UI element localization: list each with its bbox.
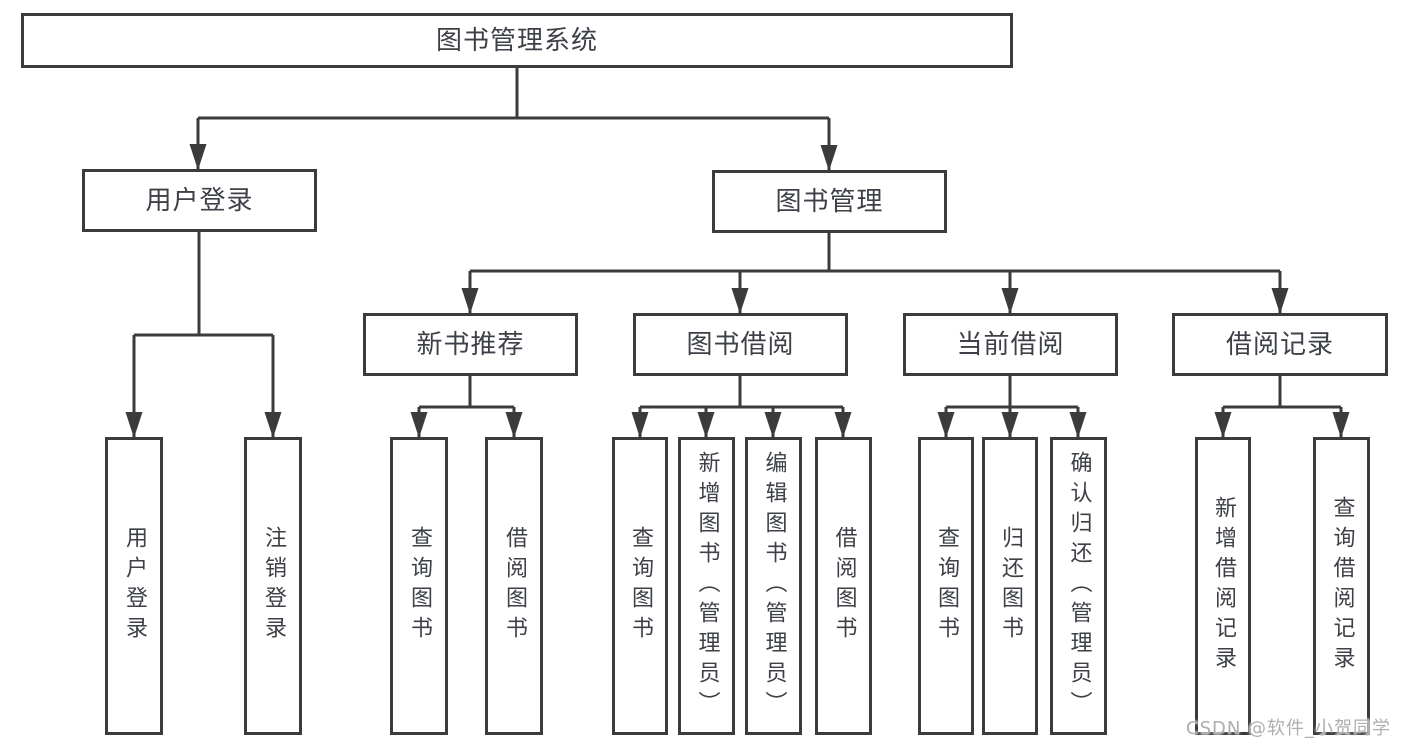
leaf-add-borrow-record: 新增借阅记录	[1195, 437, 1251, 735]
leaf-borrow-books-recommend-label: 借阅图书	[502, 526, 527, 646]
leaf-borrow-books-borrowing: 借阅图书	[815, 437, 872, 735]
leaf-add-book-admin-label: 新增图书（管理员）	[694, 451, 720, 721]
node-book-borrowing: 图书借阅	[633, 313, 848, 376]
node-borrowing-records-label: 借阅记录	[1225, 329, 1334, 360]
node-book-borrowing-label: 图书借阅	[686, 329, 795, 360]
node-user-login-label: 用户登录	[145, 185, 254, 216]
node-library-system: 图书管理系统	[21, 13, 1013, 68]
node-user-login: 用户登录	[82, 169, 317, 232]
node-new-book-recommend-label: 新书推荐	[416, 329, 525, 360]
leaf-query-books-recommend: 查询图书	[390, 437, 448, 735]
leaf-logout: 注销登录	[244, 437, 302, 735]
node-book-management-label: 图书管理	[775, 186, 884, 217]
leaf-return-book-label: 归还图书	[998, 526, 1023, 646]
leaf-query-borrow-record: 查询借阅记录	[1313, 437, 1370, 735]
leaf-logout-label: 注销登录	[261, 526, 286, 646]
leaf-edit-book-admin-label: 编辑图书（管理员）	[761, 451, 787, 721]
node-book-management: 图书管理	[712, 170, 947, 233]
leaf-query-borrow-record-label: 查询借阅记录	[1329, 496, 1355, 676]
leaf-confirm-return-admin-label: 确认归还（管理员）	[1066, 451, 1092, 721]
node-new-book-recommend: 新书推荐	[363, 313, 578, 376]
leaf-query-books-current-label: 查询图书	[934, 526, 959, 646]
leaf-query-books-current: 查询图书	[918, 437, 974, 735]
watermark: CSDN @软件_小贺同学	[1186, 718, 1392, 739]
leaf-return-book: 归还图书	[982, 437, 1038, 735]
leaf-query-books-recommend-label: 查询图书	[407, 526, 432, 646]
node-current-borrowing-label: 当前借阅	[956, 329, 1065, 360]
leaf-borrow-books-recommend: 借阅图书	[485, 437, 543, 735]
leaf-query-books-borrowing: 查询图书	[612, 437, 668, 735]
leaf-query-books-borrowing-label: 查询图书	[628, 526, 653, 646]
leaf-user-login-label: 用户登录	[122, 526, 147, 646]
node-borrowing-records: 借阅记录	[1172, 313, 1388, 376]
leaf-edit-book-admin: 编辑图书（管理员）	[745, 437, 802, 735]
node-current-borrowing: 当前借阅	[903, 313, 1118, 376]
leaf-add-borrow-record-label: 新增借阅记录	[1211, 496, 1236, 676]
node-library-system-label: 图书管理系统	[435, 25, 598, 56]
leaf-borrow-books-borrowing-label: 借阅图书	[831, 526, 857, 646]
leaf-confirm-return-admin: 确认归还（管理员）	[1050, 437, 1107, 735]
leaf-add-book-admin: 新增图书（管理员）	[678, 437, 735, 735]
leaf-user-login: 用户登录	[105, 437, 163, 735]
